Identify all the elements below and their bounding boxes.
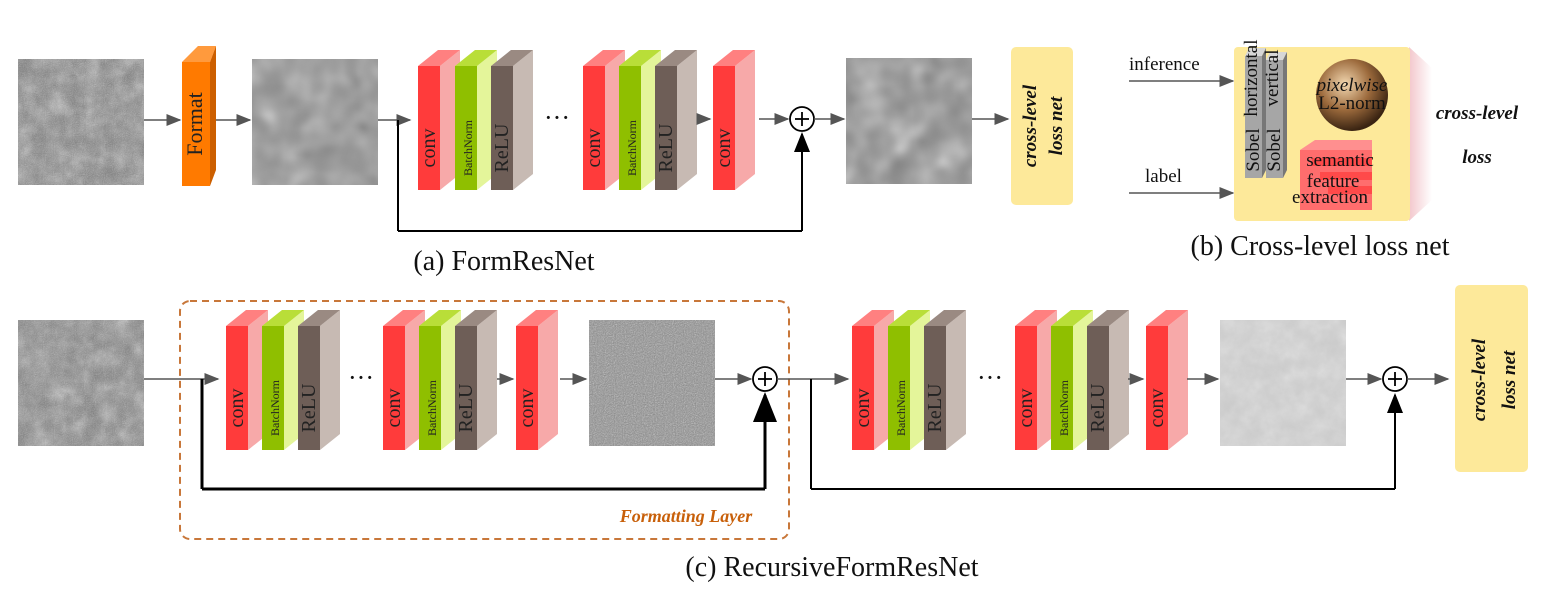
panel-b: inference label horizontal Sobel vertica… xyxy=(1129,39,1519,262)
sobel-horizontal-sublabel: horizontal xyxy=(1241,39,1262,116)
sum-node-c2 xyxy=(1382,366,1408,392)
sobel-horizontal-slab: horizontal Sobel xyxy=(1241,39,1266,178)
inference-label: inference xyxy=(1129,54,1200,75)
residual-noise-image xyxy=(589,320,715,446)
semantic-feature-extraction: semantic feature extraction xyxy=(1292,140,1374,210)
loss-box-a: cross-level loss net xyxy=(1011,47,1073,205)
conv-c4-label: conv xyxy=(852,389,874,428)
ellipsis-c2: ··· xyxy=(977,363,1003,392)
conv-c3-label: conv xyxy=(516,389,538,428)
caption-c: (c) RecursiveFormResNet xyxy=(685,552,978,583)
feature-label: feature xyxy=(1307,171,1360,192)
caption-a: (a) FormResNet xyxy=(413,246,594,277)
conv-c4: conv xyxy=(852,310,894,450)
conv-a1-label: conv xyxy=(418,129,440,168)
sobel-vertical-sublabel: vertical xyxy=(1262,50,1283,107)
conv-c5: conv xyxy=(1015,310,1057,450)
conv-c6: conv xyxy=(1146,310,1188,450)
label-label: label xyxy=(1145,166,1182,187)
loss-box-c: cross-level loss net xyxy=(1455,285,1528,472)
sobel-vertical-slab: vertical Sobel xyxy=(1262,50,1287,178)
batchnorm-c1-label: BatchNorm xyxy=(268,379,282,436)
loss-fan xyxy=(1409,47,1432,221)
loss-box-a-line1: cross-level xyxy=(1020,84,1041,167)
relu-a2: ReLU xyxy=(655,50,697,190)
conv-c2: conv xyxy=(383,310,425,450)
format-label: Format xyxy=(182,92,207,156)
relu-a1-label: ReLU xyxy=(491,123,513,172)
panel-a: Format conv BatchNorm ReLU conv BatchNorm ReL… xyxy=(18,46,1073,277)
relu-c5: ReLU xyxy=(1087,310,1129,450)
conv-c1: conv xyxy=(226,310,268,450)
sobel-label-1: Sobel xyxy=(1243,128,1264,171)
conv-a3: conv xyxy=(713,50,755,190)
formatted-image xyxy=(252,59,378,185)
sum-node-c1 xyxy=(752,366,778,392)
pixelwise-l2-sphere: pixelwise L2-norm xyxy=(1315,59,1388,131)
relu-a2-label: ReLU xyxy=(655,123,677,172)
output-clean-image xyxy=(846,58,972,184)
conv-a2-label: conv xyxy=(583,129,605,168)
batchnorm-c5-label: BatchNorm xyxy=(1057,379,1071,436)
relu-c4: ReLU xyxy=(924,310,966,450)
ellipsis-a: ··· xyxy=(544,103,570,132)
extraction-label: extraction xyxy=(1292,187,1368,208)
formatting-layer-box xyxy=(179,300,790,540)
input-noisy-image-c xyxy=(18,320,144,446)
batchnorm-c2-label: BatchNorm xyxy=(425,379,439,436)
loss-box-a-line2: loss net xyxy=(1046,96,1067,155)
format-block: Format xyxy=(182,46,216,186)
relu-c2: ReLU xyxy=(455,310,497,450)
conv-c6-label: conv xyxy=(1146,389,1168,428)
conv-a2: conv xyxy=(583,50,625,190)
relu-c4-label: ReLU xyxy=(924,383,946,432)
conv-a3-label: conv xyxy=(713,129,735,168)
output-cross-level: cross-level xyxy=(1436,103,1519,124)
caption-b: (b) Cross-level loss net xyxy=(1191,231,1450,262)
conv-c2-label: conv xyxy=(383,389,405,428)
l2-norm-label: L2-norm xyxy=(1318,93,1386,114)
residual-relief-image xyxy=(1220,320,1346,446)
batchnorm-c4-label: BatchNorm xyxy=(894,379,908,436)
relu-c2-label: ReLU xyxy=(455,383,477,432)
relu-c5-label: ReLU xyxy=(1087,383,1109,432)
output-loss: loss xyxy=(1462,147,1492,168)
relu-c1-label: ReLU xyxy=(298,383,320,432)
semantic-label: semantic xyxy=(1306,150,1374,171)
batchnorm-a2-label: BatchNorm xyxy=(625,119,639,176)
relu-c1: ReLU xyxy=(298,310,340,450)
input-noisy-image xyxy=(18,59,144,185)
ellipsis-c1: ··· xyxy=(348,363,374,392)
conv-c5-label: conv xyxy=(1015,389,1037,428)
conv-a1: conv xyxy=(418,50,460,190)
formatting-layer-label: Formatting Layer xyxy=(619,506,753,526)
conv-c3: conv xyxy=(516,310,558,450)
loss-box-c-line1: cross-level xyxy=(1469,338,1490,421)
loss-box-c-line2: loss net xyxy=(1499,350,1520,409)
sum-node-a xyxy=(789,106,815,132)
batchnorm-a1-label: BatchNorm xyxy=(461,119,475,176)
panel-c: Formatting Layer conv BatchNorm ReLU conv Ba… xyxy=(18,285,1528,583)
pixelwise-label: pixelwise xyxy=(1315,75,1388,96)
relu-a1: ReLU xyxy=(491,50,533,190)
sobel-label-2: Sobel xyxy=(1264,128,1285,171)
conv-c1-label: conv xyxy=(226,389,248,428)
